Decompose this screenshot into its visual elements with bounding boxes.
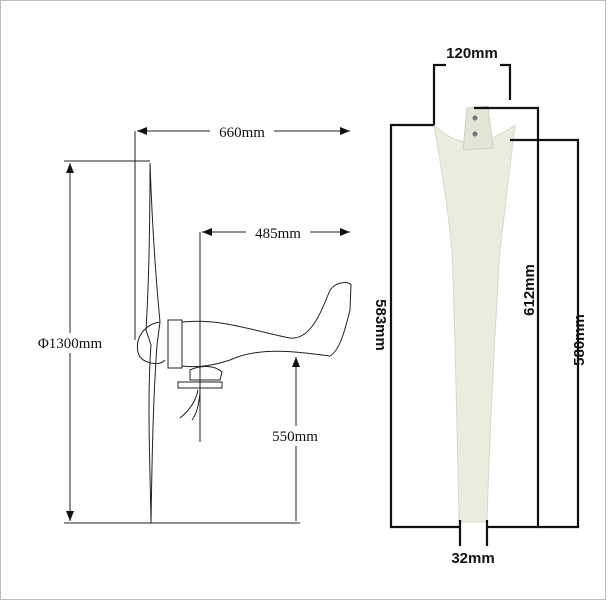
- side-view: 660mm 485mm Φ1300mm 550mm: [24, 122, 352, 524]
- dim-bracket-583: [389, 123, 460, 529]
- dim-label-nacelle-length: 485mm: [255, 226, 301, 242]
- generator: [167, 319, 183, 369]
- blade-root-tab: [462, 105, 494, 151]
- dim-label-left-edge: 583mm: [372, 299, 389, 351]
- rotor-blade-side: [145, 162, 161, 524]
- bolt-hole: [472, 131, 478, 137]
- yaw-mount: [189, 366, 223, 381]
- blade-view: 120mm 583mm 612mm 580mm 32mm: [372, 45, 588, 567]
- dim-label-overall-length: 612mm: [521, 264, 538, 316]
- dim-label-right-edge: 580mm: [571, 314, 588, 366]
- cables: [179, 389, 201, 421]
- dim-bracket-580: [510, 138, 580, 529]
- bolt-hole: [472, 115, 478, 121]
- dim-label-root-width: 120mm: [446, 45, 498, 62]
- mount-flange: [177, 381, 223, 389]
- dim-bracket-120: [432, 63, 512, 125]
- blade: [433, 123, 516, 523]
- dim-bracket-32: [458, 520, 489, 546]
- dim-bracket-612: [474, 106, 540, 529]
- dim-label-height: 550mm: [272, 429, 318, 445]
- dim-label-overall-length: 660mm: [219, 125, 265, 141]
- dim-label-rotor-diameter: Φ1300mm: [38, 336, 103, 352]
- dim-label-tip-width: 32mm: [451, 550, 494, 567]
- frame: [0, 0, 606, 600]
- nacelle-tail: [181, 282, 352, 368]
- hub: [136, 321, 166, 365]
